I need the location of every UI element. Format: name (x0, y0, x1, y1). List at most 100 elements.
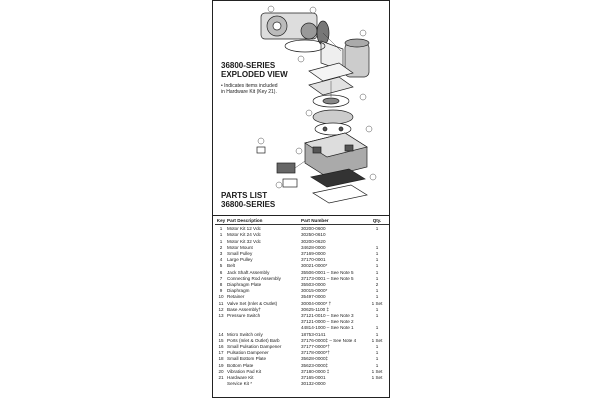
cell-description: Diaphragm Plate (227, 282, 262, 288)
cell-part-number: 35628-0000‡ (301, 356, 329, 362)
cell-description: Bottom Plate (227, 362, 254, 368)
cell-part-number: 18753-0141 (301, 331, 326, 337)
series-title-line1: 36800-SERIES (221, 61, 276, 70)
cell-key: 21 (218, 375, 224, 381)
cell-part-number: 30132-0000 (301, 381, 326, 387)
cell-qty: 1 (375, 244, 379, 250)
cell-description: Base Assembly† (227, 306, 261, 312)
cell-description: Micro Switch only (227, 331, 263, 337)
cell-key: 17 (218, 350, 224, 356)
cell-description: Ports (Inlet & Outlet) Barb (227, 337, 280, 343)
cell-key: 5 (219, 263, 223, 269)
cell-part-number: 37177-0000*† (301, 344, 330, 350)
cell-key: 13 (218, 313, 224, 319)
cell-qty: 1 (375, 344, 379, 350)
cell-description: Hardware Kit (227, 375, 254, 381)
cell-description: Motor Mount (227, 244, 253, 250)
cell-key: 19 (218, 362, 224, 368)
cell-part-number: 30200-0600 (301, 226, 326, 232)
hardware-kit-note: • Indicates items included in Hardware K… (221, 83, 278, 95)
cell-qty: 2 (375, 282, 379, 288)
cell-qty: 1 (375, 356, 379, 362)
cell-key (215, 381, 227, 387)
series-title-line2: EXPLODED VIEW (221, 70, 288, 79)
cell-part-number: 30200-0620 (301, 238, 326, 244)
cell-part-number: 37180-0000 ‡ (301, 368, 330, 374)
cell-key: 1 (219, 232, 223, 238)
cell-qty: 1 (375, 288, 379, 294)
table-row: 37121-0000 – See Note 2 (215, 319, 389, 325)
cell-qty: 1 Set (371, 368, 383, 374)
cell-part-number: 35497-0000 (301, 294, 326, 300)
header-description: Part Description (227, 218, 263, 223)
cell-qty: 1 (375, 325, 379, 331)
cell-description: Connecting Rod Assembly (227, 275, 281, 281)
cell-key: 6 (219, 269, 223, 275)
parts-title-line1: PARTS LIST (221, 191, 268, 200)
cell-qty: 1 (375, 362, 379, 368)
cell-qty: 1 (375, 350, 379, 356)
cell-key: 3 (219, 251, 223, 257)
cell-part-number: 30004-0000* † (301, 300, 332, 306)
cell-description: Motor Kit 24 Vdc (227, 232, 261, 238)
cell-part-number: 37169-0000 (301, 251, 326, 257)
header-qty: Qty. (372, 218, 382, 223)
cell-qty: 1 Set (371, 300, 383, 306)
cell-qty: 1 Set (371, 337, 383, 343)
parts-title-line2: 36800-SERIES (221, 200, 276, 209)
table-row: Service Kit * 30132-0000 (215, 381, 389, 387)
cell-part-number: 35506-0001 – See Note 5 (301, 269, 354, 275)
cell-part-number: 37121-0000 – See Note 2 (301, 319, 354, 325)
cell-key: 12 (218, 306, 224, 312)
cell-part-number: 37121-0010 – See Note 3 (301, 313, 354, 319)
cell-description: Pulsation Dampener (227, 350, 269, 356)
cell-qty: 1 (375, 294, 379, 300)
cell-part-number: 35503-0000 (301, 282, 326, 288)
header-part-number: Part Number (301, 218, 329, 223)
cell-description: Diaphragm (227, 288, 250, 294)
exploded-view-title: 36800-SERIES EXPLODED VIEW (221, 61, 288, 79)
cell-qty: 1 Set (371, 375, 383, 381)
cell-description: Pressure Switch (227, 313, 261, 319)
cell-qty: 1 (375, 331, 379, 337)
cell-description: Motor Kit 32 Vdc (227, 238, 261, 244)
cell-description: Small Pulsation Dampener (227, 344, 282, 350)
cell-part-number: 37165-0001 (301, 375, 326, 381)
cell-part-number: 37170-0001 (301, 257, 326, 263)
table-header: Key Part Description Part Number Qty. (215, 218, 389, 226)
cell-part-number: 30015-0000* (301, 288, 328, 294)
cell-part-number: 30625-1100 ‡ (301, 306, 330, 312)
cell-qty: 1 (375, 257, 379, 263)
cell-description: Valve Set (Inlet & Outlet) (227, 300, 278, 306)
cell-part-number: 30250-0610 (301, 232, 326, 238)
cell-part-number: 37178-0000*† (301, 350, 330, 356)
cell-key: 2 (219, 244, 223, 250)
cell-key: 11 (218, 300, 224, 306)
cell-part-number: 37173-0001 – See Note 5 (301, 275, 354, 281)
cell-key: 20 (218, 368, 224, 374)
cell-description: Motor Kit 12 Vdc (227, 226, 261, 232)
cell-description: Service Kit * (227, 381, 253, 387)
parts-list-title: PARTS LIST 36800-SERIES (221, 191, 275, 209)
